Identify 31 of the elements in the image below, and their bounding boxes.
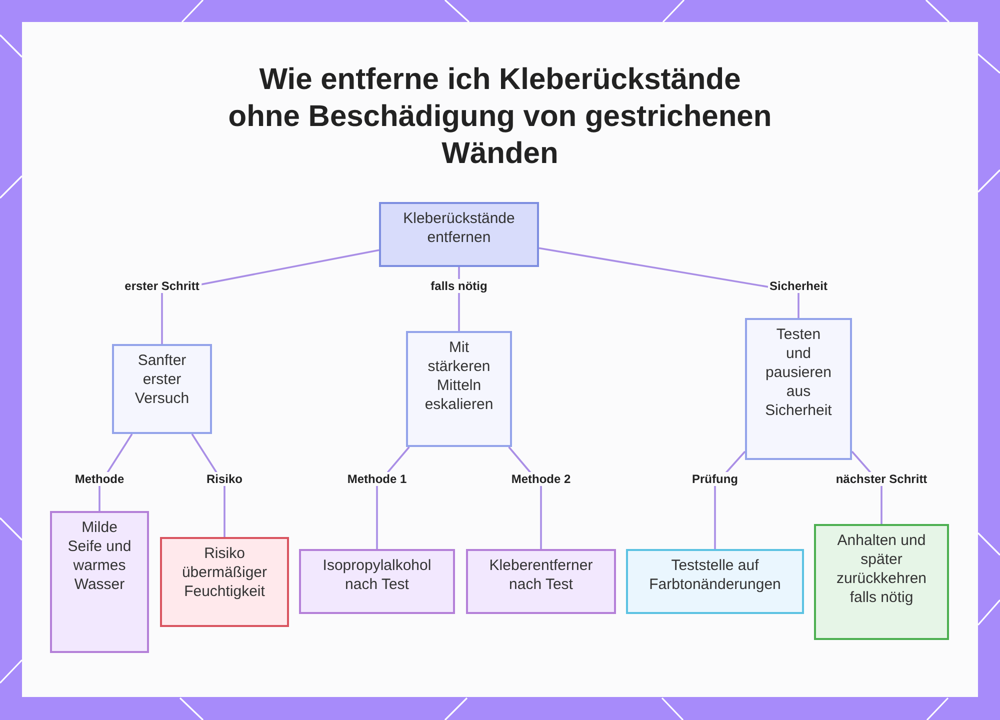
process-box <box>466 549 616 614</box>
node-text: Teststelle auf Farbtonänderungen <box>648 556 782 594</box>
node-text: Kleberentferner nach Test <box>488 556 594 594</box>
process-box <box>50 511 149 653</box>
diagram-title: Wie entferne ich Kleberückstände ohne Beschädigung von gestrichenen Wänden <box>227 62 773 172</box>
process-box <box>379 202 539 267</box>
node-text: Risiko übermäßiger Feuchtigkeit <box>180 544 268 601</box>
process-box <box>406 331 512 447</box>
edge-label: Methode 1 <box>345 472 409 486</box>
edge-label: Sicherheit <box>767 279 830 293</box>
process-box <box>112 344 212 434</box>
edge-label: Prüfung <box>690 472 740 486</box>
edge-label: Methode 2 <box>509 472 573 486</box>
node-text: Milde Seife und warmes Wasser <box>66 518 132 594</box>
process-box <box>745 318 852 460</box>
connector-line <box>538 247 800 318</box>
edge-label: Risiko <box>204 472 244 486</box>
edge-label: nächster Schritt <box>834 472 930 486</box>
process-box <box>626 549 804 614</box>
node-text: Mit stärkeren Mitteln eskalieren <box>424 338 494 414</box>
node-text: Isopropylalkohol nach Test <box>322 556 432 594</box>
node-text: Sanfter erster Versuch <box>134 351 190 408</box>
process-box <box>160 537 289 627</box>
node-text: Anhalten und später zurückkehren falls nötig <box>835 531 928 607</box>
process-box <box>814 524 949 640</box>
node-text: Kleberückstände entfernen <box>402 209 516 247</box>
edge-label: Methode <box>72 472 126 486</box>
node-text: Testen und pausieren aus Sicherheit <box>764 325 833 420</box>
edge-label: falls nötig <box>428 279 490 293</box>
edge-label: erster Schritt <box>122 279 202 293</box>
process-box <box>299 549 455 614</box>
